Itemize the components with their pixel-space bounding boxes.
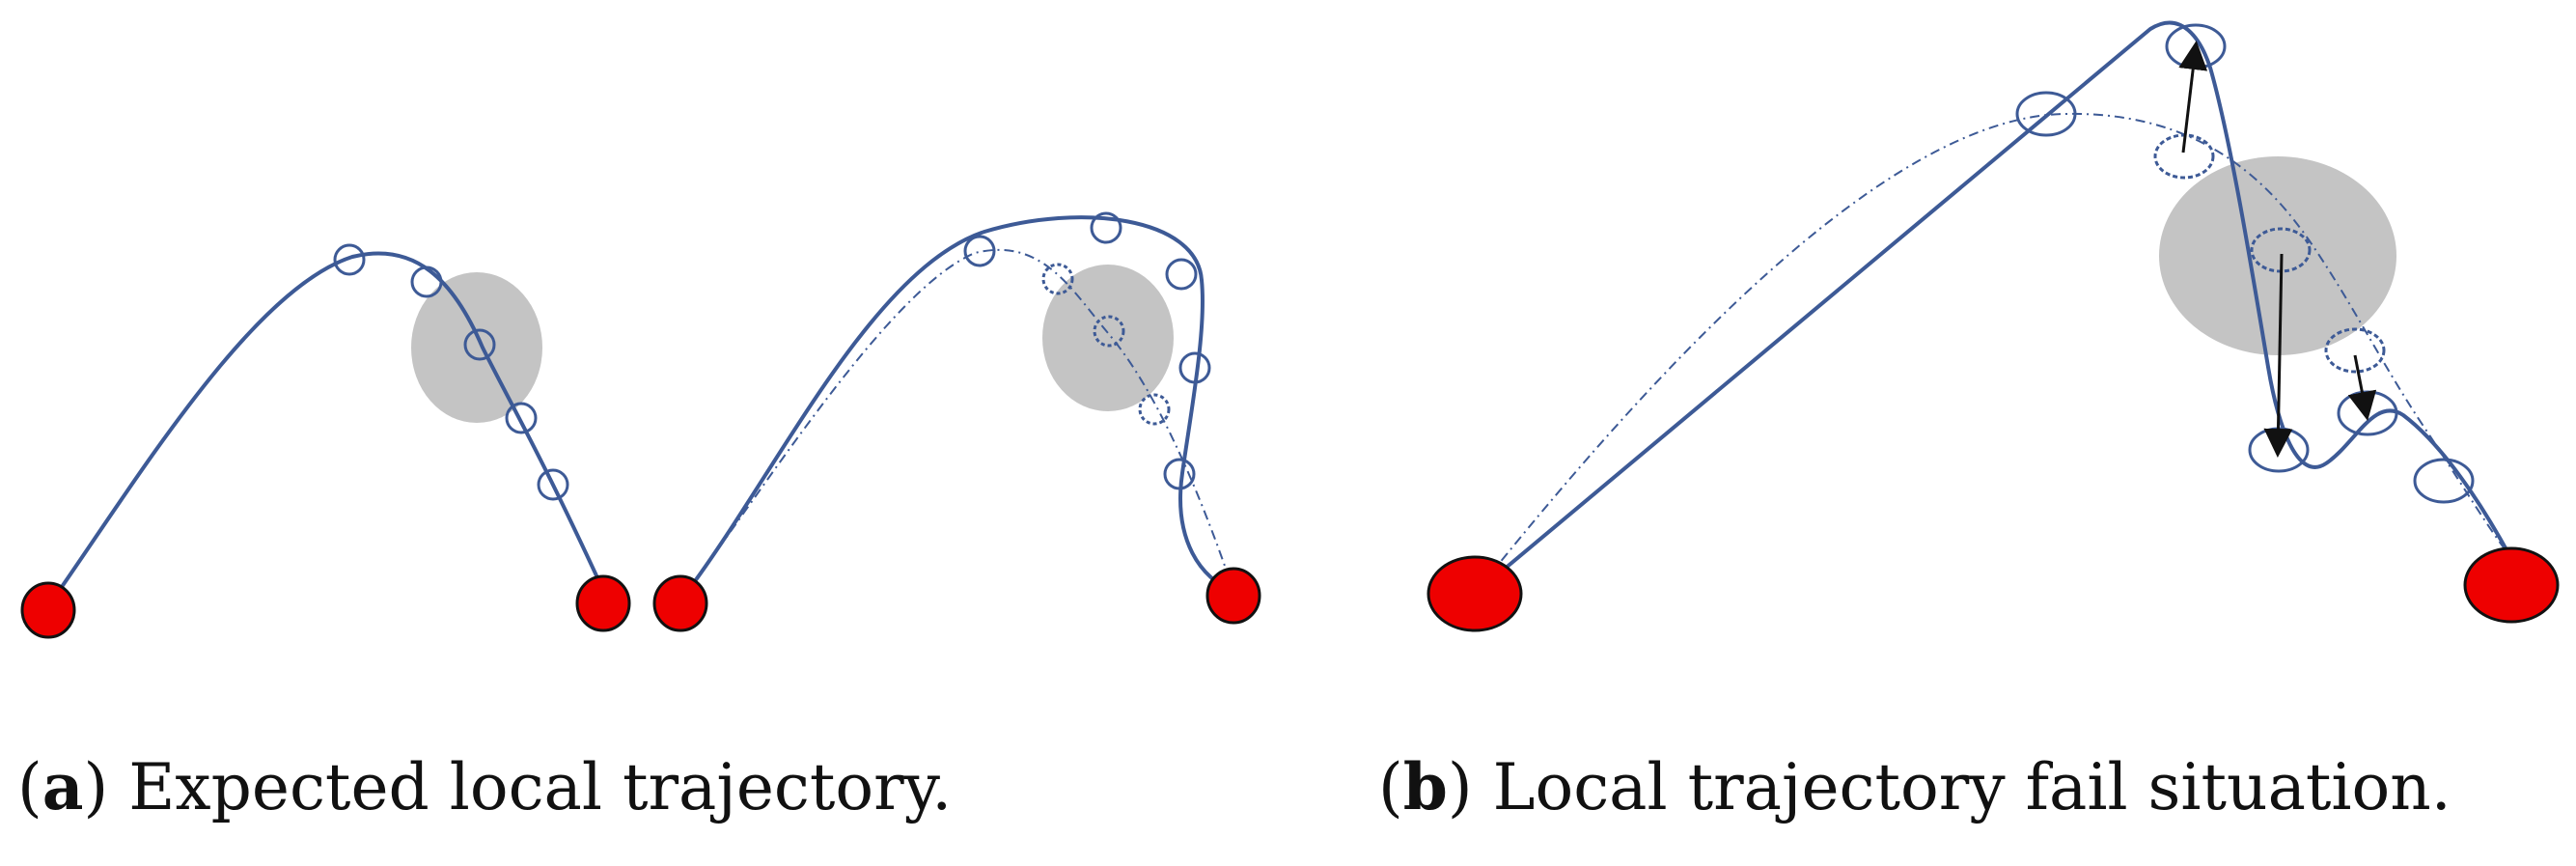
caption-b-letter: b: [1402, 749, 1448, 824]
trajectory-diagram: [20, 20, 2560, 639]
reference-waypoint: [2324, 327, 2386, 374]
reference-trajectory: [679, 248, 1234, 601]
start-point: [652, 574, 708, 632]
failed-trajectory: [1473, 20, 2511, 596]
waypoint: [410, 265, 443, 298]
displacement-arrow: [2263, 253, 2293, 458]
reference-waypoint: [1138, 393, 1171, 426]
start-point: [20, 581, 76, 639]
waypoint: [963, 235, 996, 267]
displacement-arrow: [2178, 41, 2208, 154]
waypoint: [1178, 351, 1211, 384]
waypoint: [1090, 211, 1122, 244]
caption-b-text: Local trajectory fail situation.: [1492, 750, 2451, 824]
start-point: [1426, 555, 1523, 632]
optimized-trajectory: [679, 215, 1234, 602]
obstacle: [2159, 156, 2396, 355]
reference-waypoint: [1041, 263, 1074, 295]
panel-b: [1426, 20, 2560, 632]
waypoint: [537, 468, 569, 501]
caption-a: (a) Expected local trajectory.: [17, 749, 953, 824]
obstacle: [411, 272, 542, 423]
goal-point: [2463, 546, 2560, 624]
waypoint: [2015, 91, 2077, 137]
goal-point: [1205, 567, 1261, 625]
obstacle: [1042, 265, 1174, 411]
waypoint: [333, 243, 366, 276]
panel-a-right: [652, 211, 1261, 632]
waypoint: [1163, 458, 1196, 490]
reference-waypoint: [1093, 315, 1125, 348]
displacement-arrow: [2347, 354, 2377, 421]
waypoint: [463, 328, 496, 361]
panel-a-left: [20, 243, 631, 639]
reference-trajectory: [1474, 112, 2510, 595]
caption-b: (b) Local trajectory fail situation.: [1378, 749, 2451, 824]
waypoint: [2413, 458, 2475, 504]
waypoint: [1165, 258, 1198, 291]
waypoint: [505, 402, 538, 434]
caption-a-text: Expected local trajectory.: [128, 750, 953, 824]
caption-a-letter: a: [42, 749, 84, 824]
goal-point: [575, 574, 631, 632]
